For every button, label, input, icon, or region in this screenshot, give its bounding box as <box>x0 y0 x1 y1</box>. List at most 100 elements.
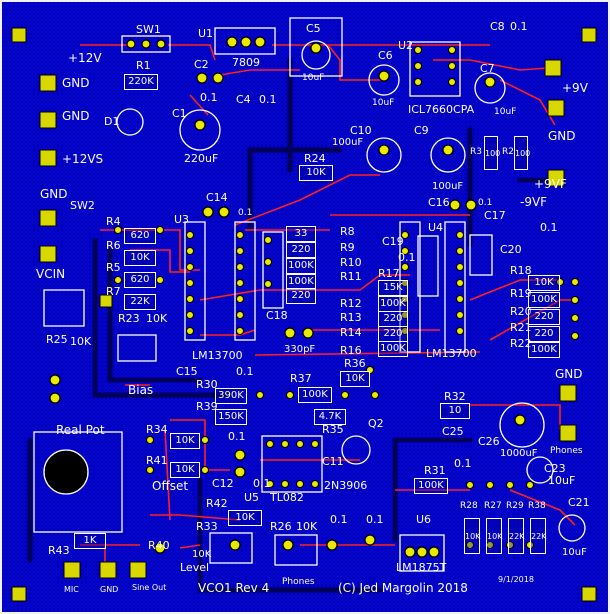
value-c12: 0.1 <box>253 477 271 490</box>
value-r23: 10K <box>146 312 168 325</box>
value-r20: 220 <box>528 309 560 325</box>
value-r11: 100K <box>286 274 316 290</box>
refdes-u2: U2 <box>398 39 414 52</box>
refdes-r1: R1 <box>136 59 151 72</box>
value-r9: 220 <box>286 242 316 258</box>
refdes-c20: C20 <box>500 243 522 256</box>
refdes-sw1: SW1 <box>136 23 161 36</box>
part-u1: 7809 <box>232 56 260 69</box>
refdes-u3: U3 <box>174 213 190 226</box>
value-r18: 10K <box>528 275 560 291</box>
value-c9: 100uF <box>432 181 464 192</box>
part-u2: ICL7660CPA <box>408 103 475 116</box>
value-r37: 100K <box>298 387 332 403</box>
value-r42: 10K <box>228 510 262 526</box>
refdes-u6: U6 <box>416 513 432 526</box>
value-r11b: 220 <box>286 288 316 304</box>
refdes-r21: R21 <box>510 321 532 334</box>
value-r35: 4.7K <box>314 409 346 425</box>
refdes-c15: C15 <box>176 365 198 378</box>
value-r1: 220K <box>124 74 158 90</box>
value-r26: 10K <box>296 520 318 533</box>
refdes-r31: R31 <box>424 464 446 477</box>
refdes-r12: R12 <box>340 297 362 310</box>
value-c5: 10uF <box>302 73 325 83</box>
refdes-r6: R6 <box>106 239 121 252</box>
refdes-c19: C19 <box>382 235 404 248</box>
value-r13: 220 <box>378 311 408 327</box>
board-title: VCO1 Rev 4 <box>198 581 270 595</box>
value-c23: 10uF <box>548 474 576 487</box>
value-c11: 0.1 <box>228 430 246 443</box>
refdes-c16: C16 <box>428 196 450 209</box>
refdes-r28: R28 <box>460 501 478 511</box>
value-c6: 10uF <box>372 98 395 108</box>
refdes-r10: R10 <box>340 256 362 269</box>
refdes-c10: C10 <box>350 124 372 137</box>
conn-phones-label: Phones <box>282 577 315 587</box>
value-r22: 100K <box>528 342 560 358</box>
conn-phones-label: Phones <box>550 446 583 456</box>
value-r30: 390K <box>215 388 247 404</box>
refdes-r24: R24 <box>304 152 326 165</box>
value-r4: 620 <box>124 228 156 244</box>
refdes-r20: R20 <box>510 305 532 318</box>
refdes-r29: R29 <box>506 501 524 511</box>
value-r28: 10K <box>464 518 480 554</box>
refdes-r41: R41 <box>146 454 168 467</box>
refdes-c2: C2 <box>194 58 209 71</box>
refdes-q2: Q2 <box>368 417 384 430</box>
refdes-r39: R39 <box>196 400 218 413</box>
value-c21: 10uF <box>562 547 587 558</box>
part-u6: LM1875T <box>396 561 447 574</box>
value-r27: 10K <box>486 518 502 554</box>
value-c20: 0.1 <box>540 221 558 234</box>
conn-plus9v-label: +9V <box>562 81 588 95</box>
refdes-c9: C9 <box>414 124 429 137</box>
value-r8: 33 <box>286 226 316 242</box>
conn-gnd-label: GND <box>62 76 90 90</box>
value-r34: 10K <box>170 433 200 449</box>
value-c18: 330pF <box>284 344 316 355</box>
refdes-r14: R14 <box>340 326 362 339</box>
board-copyright: (C) Jed Margolin 2018 <box>338 581 468 595</box>
value-r33: 10K <box>192 549 212 560</box>
refdes-r25: R25 <box>46 333 68 346</box>
value-c26: 1000uF <box>500 448 538 459</box>
refdes-r11: R11 <box>340 270 362 283</box>
refdes-r3: R3 <box>470 147 482 157</box>
refdes-u5: U5 <box>244 491 260 504</box>
value-c16: 0.1 <box>478 198 493 208</box>
refdes-c26: C26 <box>478 435 500 448</box>
refdes-d1: D1 <box>104 115 120 128</box>
value-r12: 100K <box>378 296 408 312</box>
value-c8: 0.1 <box>510 20 528 33</box>
value-c7: 10uF <box>494 107 517 117</box>
value-r38: 22K <box>530 518 546 554</box>
refdes-u1: U1 <box>198 27 214 40</box>
refdes-r30: R30 <box>196 378 218 391</box>
refdes-r38: R38 <box>528 501 546 511</box>
refdes-r36: R36 <box>344 357 366 370</box>
conn-minus9vf-label: -9VF <box>520 195 548 209</box>
refdes-r33: R33 <box>196 520 218 533</box>
refdes-r2: R2 <box>502 147 514 157</box>
refdes-c12: C12 <box>212 477 234 490</box>
part-u3: LM13700 <box>192 349 243 362</box>
value-r24: 10K <box>299 165 333 181</box>
part-u5: TL082 <box>270 491 304 504</box>
value-r31: 100K <box>414 478 448 494</box>
part-u4: LM13700 <box>426 347 477 360</box>
value-r43: 1K <box>74 533 106 549</box>
refdes-c25: C25 <box>442 425 464 438</box>
refdes-r18: R18 <box>510 264 532 277</box>
value-r25: 10K <box>70 335 92 348</box>
refdes-c8: C8 <box>490 20 505 33</box>
refdes-r8: R8 <box>340 225 355 238</box>
value-r3: 100 <box>484 136 500 170</box>
value-r5: 620 <box>124 272 156 288</box>
board-date: 9/1/2018 <box>498 575 534 584</box>
conn-gnd-label: GND <box>548 129 576 143</box>
refdes-r5: R5 <box>106 261 121 274</box>
